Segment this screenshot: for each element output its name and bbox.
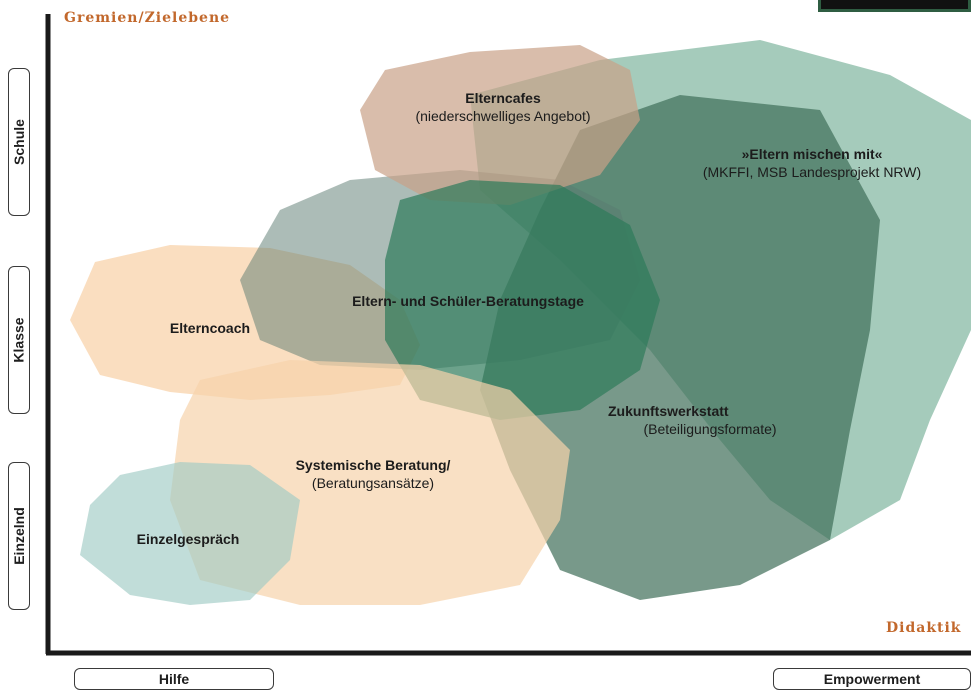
region-label-elterncoach: Elterncoach (140, 319, 280, 337)
region-label-eltern-mischen-mit: »Eltern mischen mit« (MKFFI, MSB Landesp… (682, 145, 942, 181)
region-subtitle: (Beratungsansätze) (311, 475, 435, 491)
region-subtitle: (Beteiligungsformate) (643, 421, 777, 437)
y-axis-title: Gremien/Zielebene (64, 10, 231, 26)
region-shape-elterncafes (360, 45, 640, 205)
region-label-einzelgespraech: Einzelgespräch (118, 530, 258, 548)
y-level-klasse: Klasse (8, 266, 30, 414)
region-title: Elterncoach (169, 320, 251, 336)
corner-photo (818, 0, 971, 12)
region-label-systemische-beratung: Systemische Beratung/ (Beratungsansätze) (258, 456, 488, 492)
region-title: Zukunftswerkstatt (608, 403, 729, 419)
y-level-einzelnd: Einzelnd (8, 462, 30, 610)
region-label-beratungstage: Eltern- und Schüler-Beratungstage (318, 292, 618, 310)
region-title: Eltern- und Schüler-Beratungstage (352, 293, 584, 309)
y-level-klasse-label: Klasse (11, 317, 27, 363)
region-shape-einzelgespraech (80, 462, 300, 605)
y-level-einzelnd-label: Einzelnd (11, 507, 27, 565)
region-label-zukunftswerkstatt: Zukunftswerkstatt (Beteiligungsformate) (600, 402, 820, 438)
region-title: Elterncafes (465, 90, 541, 106)
region-title: Einzelgespräch (136, 531, 240, 547)
region-title: »Eltern mischen mit« (741, 146, 883, 162)
region-label-elterncafes: Elterncafes (niederschwelliges Angebot) (388, 89, 618, 125)
y-level-schule: Schule (8, 68, 30, 216)
x-level-empowerment: Empowerment (773, 668, 971, 690)
region-title: Systemische Beratung/ (295, 457, 451, 473)
x-axis-title: Didaktik (886, 620, 962, 636)
y-level-schule-label: Schule (11, 119, 27, 165)
region-shape-beratungstage-core (385, 180, 660, 420)
x-level-hilfe: Hilfe (74, 668, 274, 690)
region-subtitle: (niederschwelliges Angebot) (415, 108, 591, 124)
region-subtitle: (MKFFI, MSB Landesprojekt NRW) (702, 164, 922, 180)
